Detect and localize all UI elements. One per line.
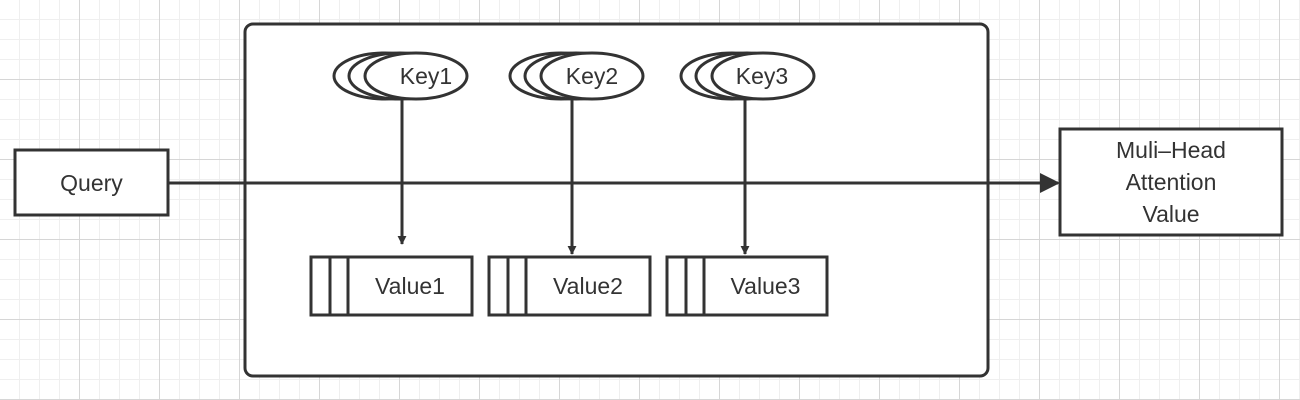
value3-node <box>665 255 829 317</box>
key3-node <box>679 51 816 101</box>
value2-node <box>487 255 652 317</box>
key2-node <box>508 51 645 101</box>
value1-node <box>309 255 474 317</box>
query-box <box>13 148 170 217</box>
output-box <box>1058 127 1284 237</box>
key1-node <box>332 51 469 101</box>
